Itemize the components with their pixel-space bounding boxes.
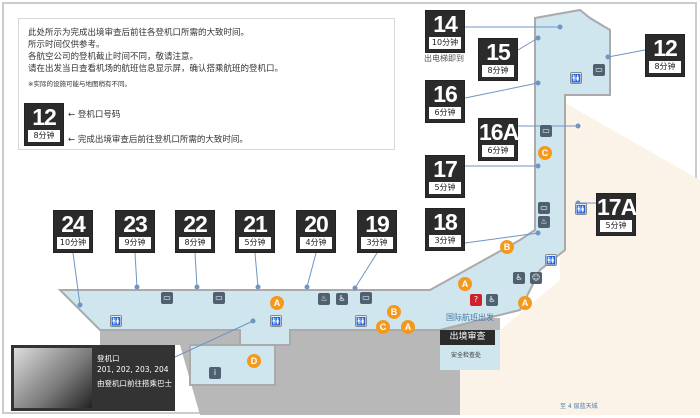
legend-line: 各航空公司的登机截止时间不同，敬请注意。 bbox=[28, 52, 199, 62]
security-label: 安全检查处 bbox=[451, 352, 482, 359]
gate-time: 3分钟 bbox=[361, 237, 393, 249]
gate-number: 12 bbox=[653, 35, 678, 61]
computer-icon: ▭ bbox=[360, 292, 372, 304]
restroom-icon: ♿ bbox=[486, 294, 498, 306]
gate-time: 9分钟 bbox=[119, 237, 151, 249]
baby-icon: ☺ bbox=[530, 272, 542, 284]
sky-city-label: 至 4 层蓝天城 bbox=[560, 403, 598, 410]
gate-time: 5分钟 bbox=[600, 220, 632, 232]
restroom-icon: 🚻 bbox=[575, 203, 587, 215]
information-icon: i bbox=[209, 367, 221, 379]
legend-line: 请在出发当日查看机场的航班信息显示屏，确认搭乘航班的登机口。 bbox=[28, 64, 284, 74]
shop-a-icon[interactable]: A bbox=[458, 277, 472, 291]
gate-time: 5分钟 bbox=[239, 237, 271, 249]
gate-time: 8分钟 bbox=[649, 61, 681, 73]
gate-number: 16A bbox=[479, 119, 519, 145]
restroom-icon: 🚻 bbox=[355, 315, 367, 327]
shop-a-icon[interactable]: A bbox=[401, 320, 415, 334]
gate-time: 10分钟 bbox=[57, 237, 89, 249]
gate-time: 10分钟 bbox=[429, 37, 461, 49]
shop-b-icon[interactable]: B bbox=[387, 305, 401, 319]
gate-number: 19 bbox=[365, 211, 390, 237]
lounge-icon: ♨ bbox=[318, 293, 330, 305]
gate-number: 18 bbox=[433, 209, 458, 235]
bus-gate-photo-card: 登机口 201, 202, 203, 204 由登机口前往搭乘巴士 bbox=[11, 345, 175, 411]
gate-number: 12 bbox=[32, 104, 57, 130]
gate-time: 8分钟 bbox=[179, 237, 211, 249]
legend-panel: 此处所示为完成出境审查后前往各登机口所需的大致时间。 所示时间仅供参考。 各航空… bbox=[18, 18, 395, 150]
photo-desc: 由登机口前往搭乘巴士 bbox=[97, 379, 172, 388]
elevator-note: 出电梯即到 bbox=[424, 54, 464, 63]
gate-time: 8分钟 bbox=[482, 65, 514, 77]
gate-number: 17 bbox=[433, 156, 458, 182]
computer-icon: ▭ bbox=[540, 125, 552, 137]
departures-label: 国际航班出发 bbox=[446, 313, 494, 322]
legend-line: 此处所示为完成出境审查后前往各登机口所需的大致时间。 bbox=[28, 28, 250, 38]
photo-title: 登机口 bbox=[97, 354, 120, 363]
shop-b-icon[interactable]: B bbox=[500, 240, 514, 254]
restroom-icon: ♿ bbox=[336, 293, 348, 305]
immigration-label: 出境审查 bbox=[440, 330, 495, 345]
computer-icon: ▭ bbox=[161, 292, 173, 304]
gate-number: 14 bbox=[433, 11, 458, 37]
shop-a-icon[interactable]: A bbox=[518, 296, 532, 310]
pier-d bbox=[189, 344, 276, 386]
restroom-icon: 🚻 bbox=[570, 72, 582, 84]
gate-number: 22 bbox=[183, 211, 208, 237]
gate-time: 5分钟 bbox=[429, 182, 461, 194]
computer-icon: ▭ bbox=[213, 292, 225, 304]
restroom-icon: ♿ bbox=[513, 272, 525, 284]
gate-number: 16 bbox=[433, 81, 458, 107]
gate-number: 17A bbox=[597, 194, 637, 220]
legend-note: ※实际的设施可能与地图稍有不同。 bbox=[28, 80, 131, 88]
gray-area bbox=[100, 318, 500, 415]
gate-time: 8分钟 bbox=[28, 130, 60, 142]
gate-time: 4分钟 bbox=[300, 237, 332, 249]
legend-line: 所示时间仅供参考。 bbox=[28, 40, 105, 50]
computer-icon: ▭ bbox=[538, 202, 550, 214]
time-label: ← 完成出境审查后前往登机口所需的大致时间。 bbox=[68, 135, 248, 145]
gate-time: 6分钟 bbox=[429, 107, 461, 119]
shop-d-icon[interactable]: D bbox=[247, 354, 261, 368]
shop-a-icon[interactable]: A bbox=[270, 296, 284, 310]
gate-number-label: ← 登机口号码 bbox=[68, 110, 121, 120]
restroom-icon: 🚻 bbox=[545, 254, 557, 266]
lounge-icon: ♨ bbox=[538, 216, 550, 228]
restroom-icon: 🚻 bbox=[110, 315, 122, 327]
shop-c-icon[interactable]: C bbox=[376, 320, 390, 334]
gate-time: 6分钟 bbox=[482, 145, 514, 157]
gate-number: 24 bbox=[61, 211, 86, 237]
restroom-icon: 🚻 bbox=[270, 315, 282, 327]
gate-photo bbox=[14, 348, 92, 408]
gate-number: 15 bbox=[486, 39, 511, 65]
gate-number: 21 bbox=[243, 211, 268, 237]
information-icon: ? bbox=[470, 294, 482, 306]
photo-gates: 201, 202, 203, 204 bbox=[97, 365, 169, 374]
gate-time: 3分钟 bbox=[429, 235, 461, 247]
legend-sample-gate: 12 8分钟 bbox=[24, 103, 64, 146]
shop-c-icon[interactable]: C bbox=[538, 146, 552, 160]
gate-number: 23 bbox=[123, 211, 148, 237]
gate-number: 20 bbox=[304, 211, 329, 237]
computer-icon: ▭ bbox=[593, 64, 605, 76]
